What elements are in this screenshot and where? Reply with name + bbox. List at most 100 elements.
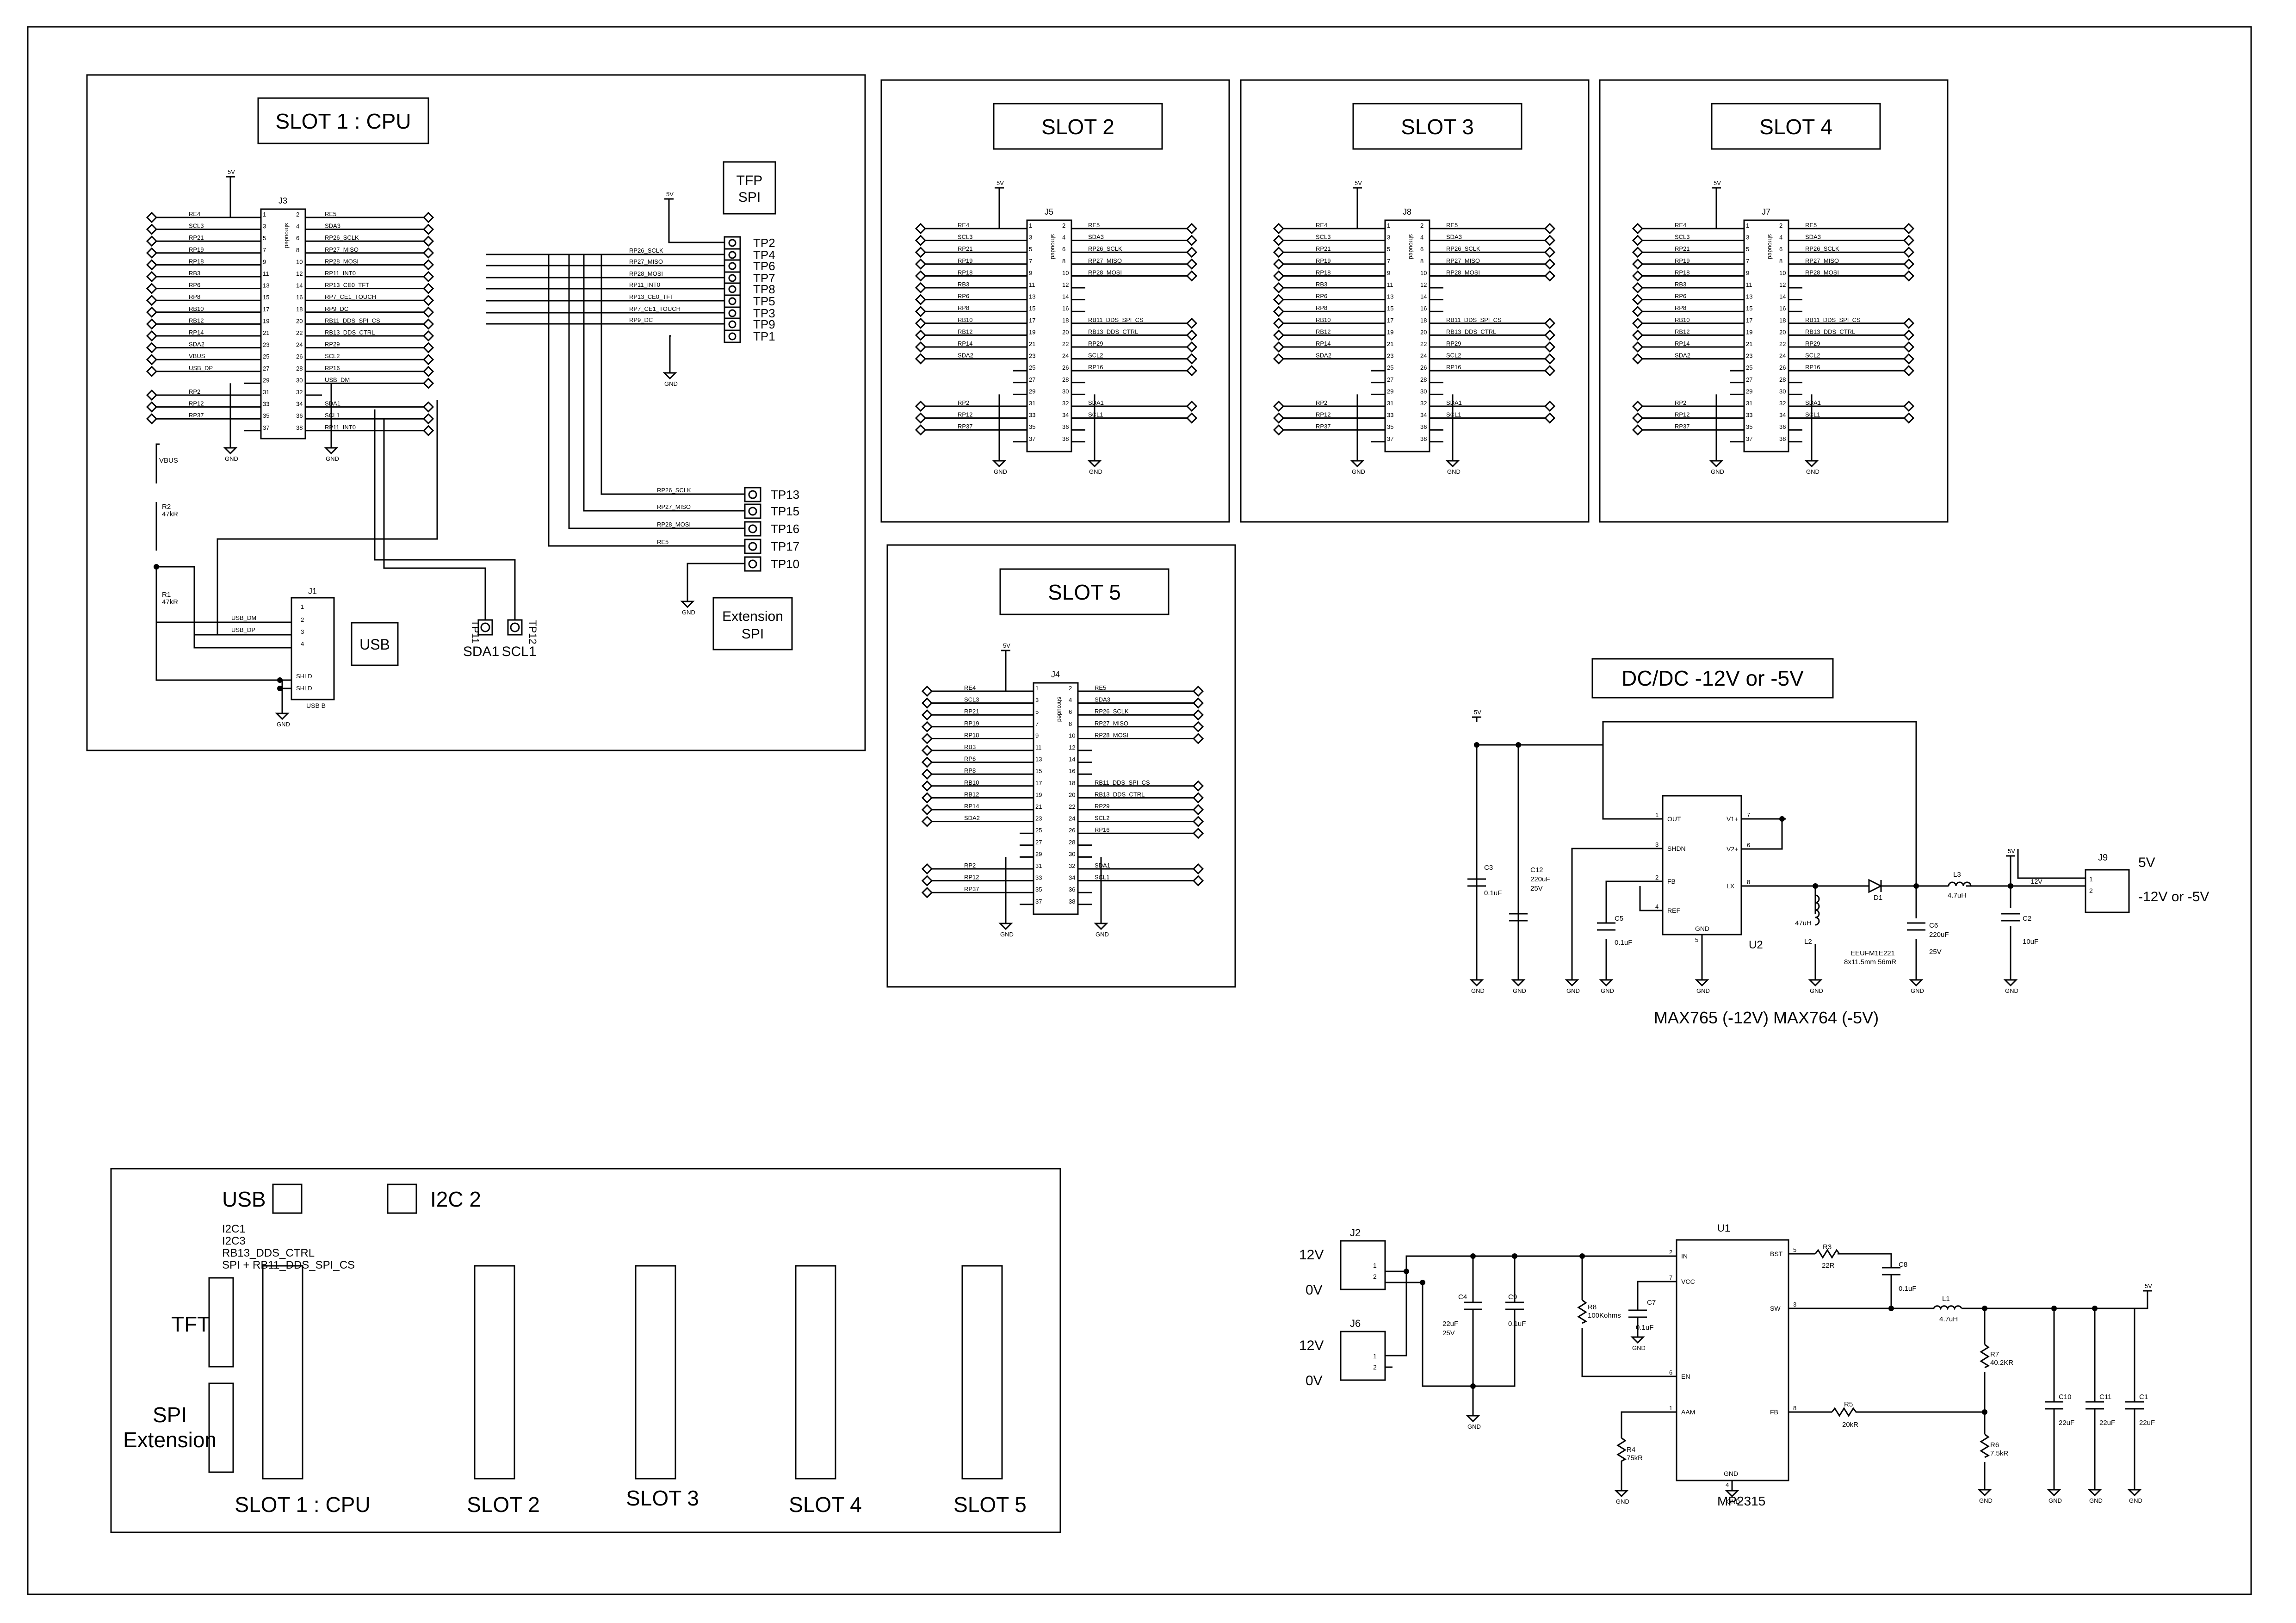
- pin-num-left: 9: [1029, 269, 1032, 276]
- net-label-right: RP27_MISO: [1446, 257, 1480, 264]
- pin-num-left: 29: [263, 377, 269, 384]
- power-label: 5V: [1003, 642, 1010, 649]
- net-label-right: SCL1: [325, 412, 340, 419]
- bus-entry: [1273, 424, 1285, 436]
- c12-ref: C12: [1530, 866, 1543, 874]
- pin-num-left: 25: [1029, 364, 1035, 371]
- j2-12v: 12V: [1299, 1247, 1324, 1263]
- r4-value: 75kR: [1627, 1454, 1643, 1462]
- bus-entry: [921, 780, 933, 792]
- pin-num-left: 17: [263, 306, 269, 313]
- net-label-right: RP16: [1095, 826, 1110, 833]
- pin-num-left: 29: [1035, 850, 1042, 857]
- pin-num-right: 14: [296, 282, 303, 289]
- net-label-right: SDA1: [1446, 399, 1462, 406]
- pin-num-right: 10: [1420, 269, 1427, 276]
- j6-12v: 12V: [1299, 1338, 1324, 1353]
- layout-slot2: SLOT 2: [467, 1493, 540, 1517]
- net-label-right: RB11_DDS_SPI_CS: [1095, 779, 1150, 786]
- gnd-label: GND: [1711, 468, 1724, 475]
- pin-num-right: 32: [1779, 400, 1786, 407]
- net-label-left: RB12: [1675, 328, 1690, 335]
- ext-net-label: RP26_SCLK: [657, 487, 691, 494]
- pin-num-left: 3: [1387, 234, 1390, 241]
- testpoint-ref: TP6: [753, 259, 775, 273]
- gnd-symbol: [1909, 979, 1924, 987]
- layout-slot2-box: [474, 1265, 515, 1480]
- j9-label-neg: -12V or -5V: [2138, 889, 2209, 904]
- ext-net-label: RE5: [657, 539, 668, 545]
- c3-value: 0.1uF: [1484, 889, 1502, 897]
- gnd-symbol: [2003, 979, 2018, 987]
- bus-entry: [1632, 282, 1644, 294]
- bus-entry: [1273, 400, 1285, 412]
- net-label-left: RE4: [958, 222, 969, 229]
- bus-entry: [921, 697, 933, 709]
- pin-num-left: 21: [1746, 341, 1752, 347]
- bus-entry: [915, 317, 927, 329]
- pin-num-left: 11: [263, 270, 269, 277]
- slot3-title: SLOT 3: [1401, 115, 1474, 139]
- net-label-right: RB11_DDS_SPI_CS: [325, 317, 380, 324]
- pin-num-right: 26: [296, 353, 303, 360]
- pin-num-right: 30: [1069, 850, 1075, 857]
- u1-pin-name: SW: [1770, 1305, 1781, 1312]
- gnd-label: GND: [1979, 1497, 1993, 1504]
- pin-num-left: 33: [1387, 412, 1393, 419]
- testpoint-hole: [728, 309, 736, 317]
- pin-num-left: 3: [1035, 697, 1039, 704]
- gnd-label: GND: [1467, 1423, 1481, 1430]
- pin-num-left: 3: [263, 223, 266, 230]
- pin-num-right: 6: [1062, 246, 1065, 253]
- pin-num-left: 23: [1035, 815, 1042, 822]
- testpoint-hole: [728, 332, 736, 341]
- tfp-net-label: RP7_CE1_TOUCH: [629, 305, 681, 312]
- net-label-left: SDA2: [1316, 352, 1331, 359]
- pin-num-left: 35: [1387, 423, 1393, 430]
- bus-entry: [422, 354, 434, 365]
- power-label: 5V: [666, 191, 674, 198]
- u2-pin-num: 7: [1747, 812, 1750, 818]
- u1-pin-name: BST: [1770, 1250, 1783, 1258]
- j9-pin1: 1: [2089, 875, 2093, 883]
- power-wire: [1715, 188, 1730, 229]
- bus-entry: [422, 283, 434, 294]
- net-label-left: SDA2: [964, 815, 980, 822]
- bus-entry: [921, 804, 933, 816]
- bus-entry: [1632, 306, 1644, 317]
- usb-part: USB B: [306, 702, 326, 709]
- net-label-left: RP18: [1675, 269, 1690, 276]
- bus-entry: [146, 306, 158, 318]
- pin-num-right: 18: [1062, 317, 1069, 324]
- pin-num-left: 15: [263, 294, 269, 301]
- pin-num-left: 3: [1029, 234, 1032, 241]
- dcdc-subtitle: MAX765 (-12V) MAX764 (-5V): [1654, 1008, 1879, 1027]
- power-label: 5V: [1355, 180, 1362, 186]
- header-body: [1026, 219, 1072, 452]
- testpoint-ref: TP15: [771, 504, 799, 518]
- power-wire: [1356, 188, 1371, 229]
- pin-num-left: 5: [1387, 246, 1390, 253]
- bus-entry: [915, 353, 927, 365]
- tfp-net-label: RP9_DC: [629, 316, 653, 323]
- u1-pin-name: FB: [1770, 1408, 1778, 1416]
- pin-num-left: 7: [1029, 258, 1032, 265]
- pin-num-left: 13: [1035, 756, 1042, 763]
- pin-num-left: 19: [1387, 328, 1393, 335]
- bus-entry: [422, 295, 434, 306]
- gnd-symbol: [1445, 460, 1460, 468]
- net-label-left: RP8: [1316, 304, 1327, 311]
- net-label-left: RP6: [958, 293, 969, 300]
- bus-entry: [1186, 270, 1198, 282]
- net-label-left: SCL3: [958, 234, 973, 241]
- bus-entry: [1273, 329, 1285, 341]
- bus-entry: [1903, 353, 1915, 365]
- pin-num-left: 1: [263, 211, 266, 218]
- c10-ref: C10: [2059, 1393, 2072, 1401]
- pin-num-right: 30: [1779, 388, 1786, 395]
- pin-num-right: 2: [1779, 222, 1782, 229]
- gnd-symbol: [1695, 979, 1709, 987]
- gnd-label: GND: [1696, 987, 1710, 994]
- gnd-symbol: [1630, 1336, 1645, 1344]
